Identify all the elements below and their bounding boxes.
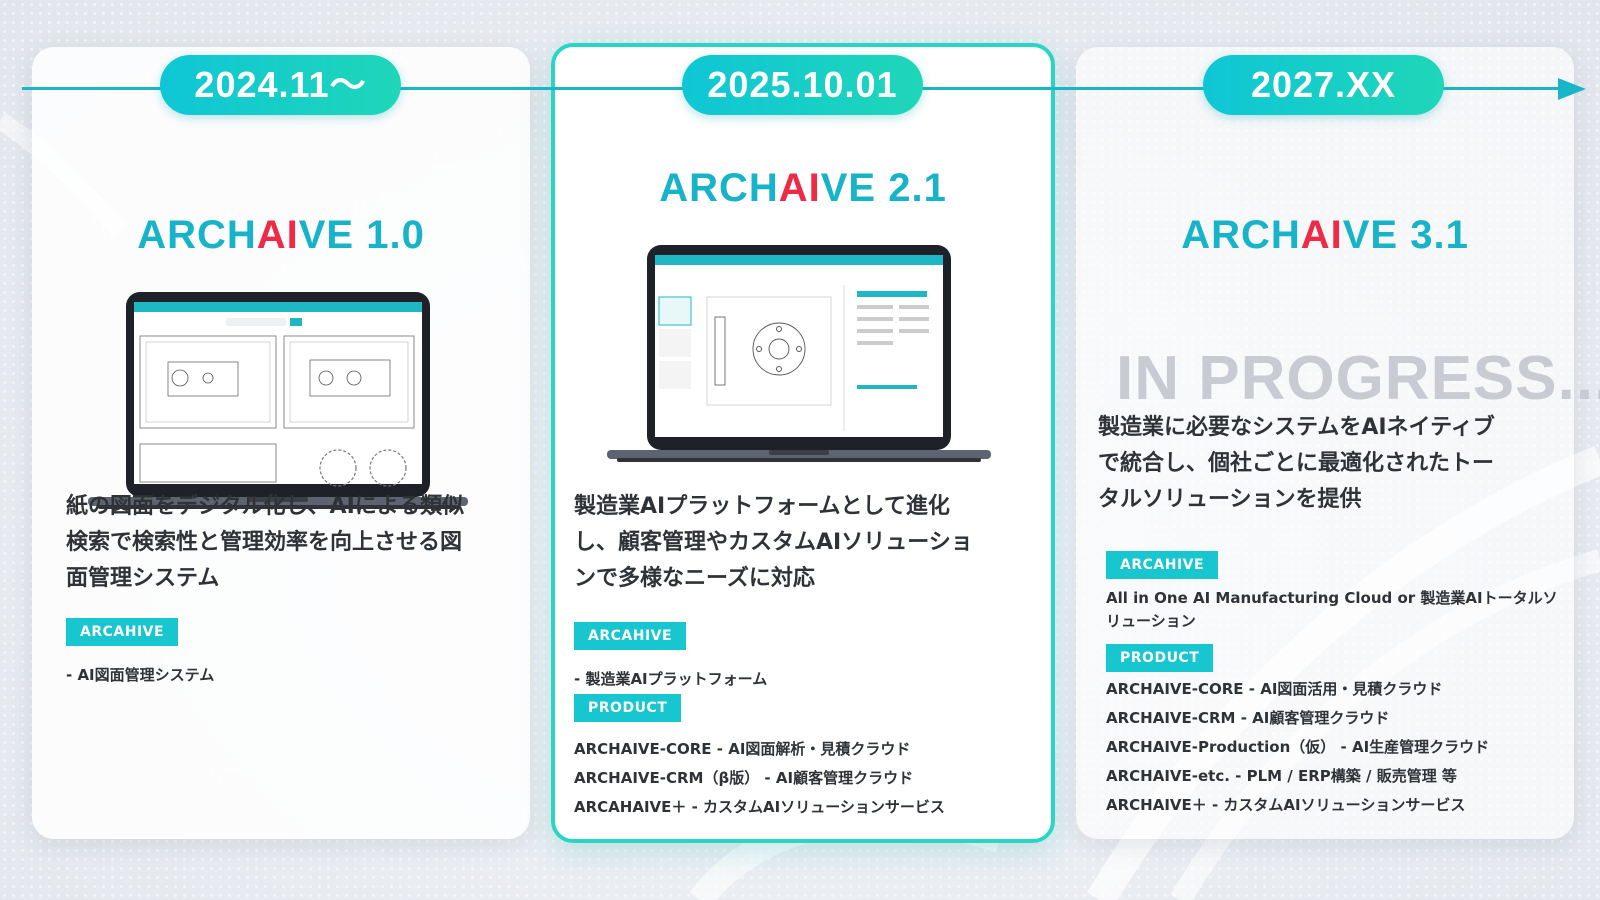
- laptop-screenshot-drawing-analysis: [607, 245, 991, 462]
- milestone-card-2: ARCHAIVE 2.1 製造業AIプラットフォームとして進化 し、顧客管理やカ…: [551, 43, 1055, 843]
- timeline-arrow-icon: [1558, 78, 1586, 100]
- arcahive-tag: ARCAHIVE: [1106, 551, 1219, 579]
- product-title: ARCHAIVE 3.1: [1181, 213, 1469, 257]
- product-item: ARCAHAIVE＋ - カスタムAIソリューションサービス: [574, 798, 945, 816]
- date-pill: 2027.XX: [1203, 55, 1444, 115]
- arcahive-item: - 製造業AIプラットフォーム: [574, 670, 768, 688]
- product-item: ARCHAIVE-etc. - PLM / ERP構築 / 販売管理 等: [1106, 767, 1457, 785]
- product-title: ARCHAIVE 1.0: [137, 213, 425, 257]
- milestone-description: 紙の図面をデジタル化し、AIによる類似 検索で検索性と管理効率を向上させる図 面…: [66, 494, 465, 591]
- date-pill: 2025.10.01: [682, 55, 923, 115]
- arcahive-item: All in One AI Manufacturing Cloud or 製造業…: [1106, 589, 1558, 607]
- arcahive-item: リューション: [1106, 612, 1196, 630]
- laptop-screenshot-drawing-list: [88, 292, 468, 509]
- product-item: ARCHAIVE-Production（仮） - AI生産管理クラウド: [1106, 738, 1490, 756]
- product-tag: PRODUCT: [1106, 644, 1214, 672]
- product-item: ARCHAIVE-CRM - AI顧客管理クラウド: [1106, 709, 1390, 727]
- arcahive-tag: ARCAHIVE: [66, 618, 179, 646]
- date-pill: 2024.11〜: [160, 55, 401, 115]
- product-item: ARCHAIVE-CRM（β版） - AI顧客管理クラウド: [574, 769, 914, 787]
- product-item: ARCHAIVE-CORE - AI図面活用・見積クラウド: [1106, 680, 1443, 698]
- milestone-card-1: ARCHAIVE 1.0 紙の図面をデジタル化し、AIによる類似 検索で検索性と…: [32, 47, 530, 839]
- product-title: ARCHAIVE 2.1: [659, 166, 947, 210]
- milestone-description: 製造業に必要なシステムをAIネイティブ で統合し、個社ごとに最適化されたトー タ…: [1098, 415, 1495, 512]
- arcahive-item: - AI図面管理システム: [66, 666, 215, 684]
- arcahive-tag: ARCAHIVE: [574, 622, 687, 650]
- milestone-card-3: ARCHAIVE 3.1 IN PROGRESS... 製造業に必要なシステムを…: [1076, 47, 1600, 839]
- in-progress-status: IN PROGRESS...: [1116, 344, 1600, 413]
- milestone-description: 製造業AIプラットフォームとして進化 し、顧客管理やカスタムAIソリューショ ン…: [574, 494, 973, 591]
- product-item: ARCHAIVE＋ - カスタムAIソリューションサービス: [1106, 796, 1466, 814]
- product-item: ARCHAIVE-CORE - AI図面解析・見積クラウド: [574, 740, 911, 758]
- product-tag: PRODUCT: [574, 694, 682, 722]
